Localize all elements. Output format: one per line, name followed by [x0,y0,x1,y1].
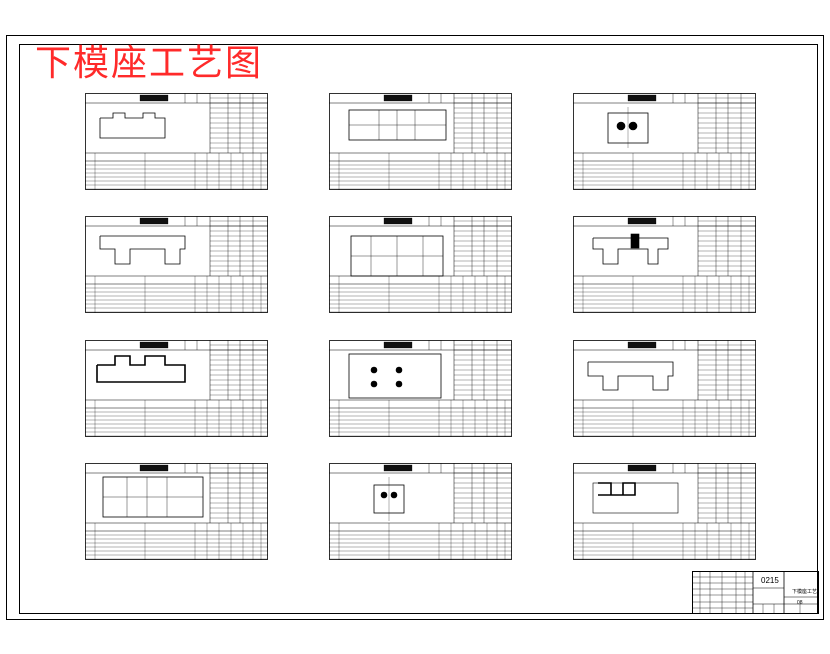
page-title: 下模座工艺图 [35,43,264,84]
process-card [85,93,268,190]
title-block [692,571,819,614]
process-card [573,463,756,560]
process-card [329,93,512,190]
process-card [329,216,512,313]
process-card [573,216,756,313]
process-card [85,340,268,437]
process-card [329,463,512,560]
process-card [573,340,756,437]
drawing-code: 0215 [761,576,779,585]
drawing-name: 下模座工艺 [792,589,818,595]
process-card [85,463,268,560]
process-card [85,216,268,313]
drawing-outer-border [6,35,824,620]
sheet-number: 08 [797,600,803,606]
process-card [573,93,756,190]
process-card [329,340,512,437]
drawing-inner-border [19,44,818,614]
